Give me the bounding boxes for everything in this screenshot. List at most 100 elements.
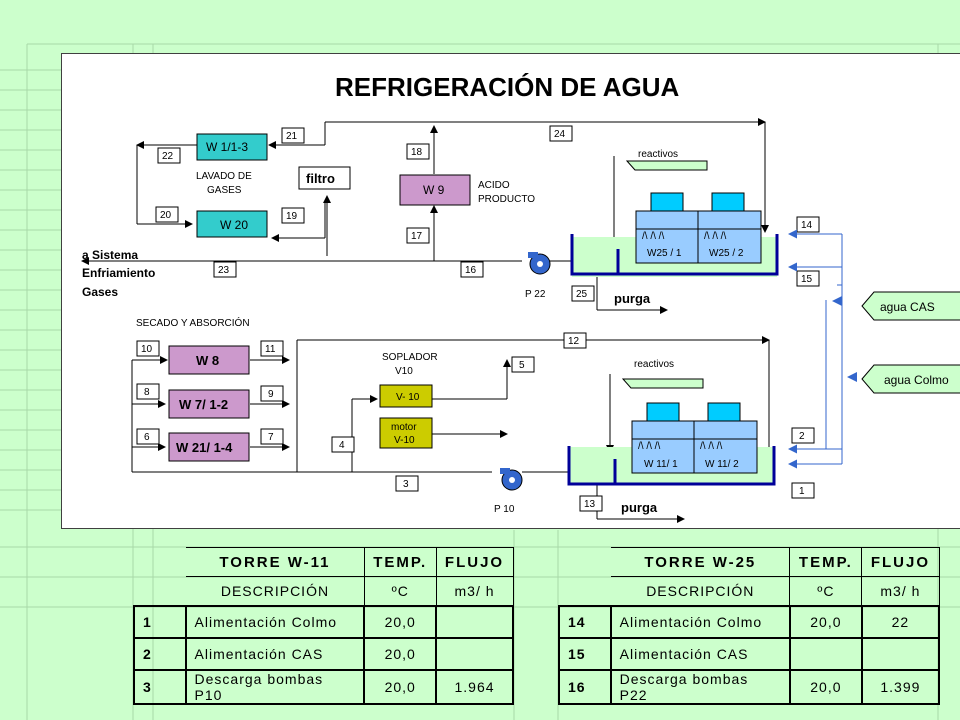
- stream-3: 3: [403, 479, 409, 490]
- unit-w9: [399, 174, 471, 206]
- w11-row-number: 1: [133, 605, 187, 639]
- svg-text:/\ /\ /\: /\ /\ /\: [704, 231, 726, 242]
- table-row: 1 Alimentación Colmo 20,0: [133, 605, 514, 639]
- stream-2: 2: [799, 431, 805, 442]
- sistema-label-3: Gases: [82, 285, 118, 299]
- unit-v10: [379, 384, 433, 408]
- p10-label: P 10: [494, 504, 515, 515]
- w25-row-temp: 20,0: [789, 605, 863, 639]
- w11-row-flujo: [435, 605, 514, 639]
- process-diagram: REFRIGERACIÓN DE AGUA 21: [61, 53, 960, 529]
- table-row: 3 Descarga bombas P10 20,0 1.964: [133, 669, 514, 705]
- w11-row-desc: Alimentación CAS: [185, 637, 366, 671]
- unit-filtro-label: filtro: [306, 171, 335, 186]
- motor-label-1: motor: [391, 422, 417, 433]
- unit-w9-label: W 9: [423, 183, 445, 197]
- unit-w20-label: W 20: [220, 218, 248, 232]
- pump-p10: [500, 468, 523, 491]
- w11-subheader-flujo-unit: m3/ h: [435, 576, 514, 607]
- stream-25: 25: [576, 289, 588, 300]
- agua-cas-tag: [861, 291, 960, 321]
- w25-row-desc: Descarga bombas P22: [610, 669, 791, 705]
- tower-w25-2-label: W25 / 2: [709, 248, 744, 259]
- reactivos-tag-bottom: [621, 378, 704, 389]
- stream-9: 9: [268, 389, 274, 400]
- soplador-label-2: V10: [395, 366, 413, 377]
- unit-w8-label: W 8: [196, 353, 219, 368]
- svg-text:/\ /\ /\: /\ /\ /\: [638, 441, 660, 452]
- w11-row-temp: 20,0: [363, 637, 438, 671]
- unit-w7: [168, 389, 250, 419]
- soplador-label-1: SOPLADOR: [382, 352, 438, 363]
- table-torre-w25: TORRE W-25 TEMP. FLUJO DESCRIPCIÓN ºC m3…: [558, 547, 941, 705]
- w11-row-temp: 20,0: [363, 605, 438, 639]
- stream-1: 1: [799, 486, 805, 497]
- w11-row-flujo: [435, 637, 514, 671]
- reactivos-tag-top: [625, 160, 708, 171]
- p22-label: P 22: [525, 289, 546, 300]
- pump-p22: [528, 252, 551, 275]
- stream-22: 22: [162, 151, 174, 162]
- secado-label: SECADO Y ABSORCIÓN: [136, 316, 250, 329]
- w11-header-temp: TEMP.: [363, 547, 437, 577]
- stream-24: 24: [554, 129, 566, 140]
- stream-21: 21: [286, 131, 298, 142]
- purga-label-bottom: purga: [621, 500, 658, 515]
- stream-15: 15: [801, 274, 813, 285]
- unit-w7-label: W 7/ 1-2: [179, 397, 228, 412]
- stream-18: 18: [411, 147, 423, 158]
- w25-row-desc: Alimentación CAS: [610, 637, 791, 671]
- w25-header-temp: TEMP.: [789, 547, 863, 577]
- w11-row-number: 3: [133, 669, 187, 705]
- unit-v10-label: V- 10: [396, 392, 420, 403]
- table-row: 15 Alimentación CAS: [558, 637, 941, 671]
- w11-row-desc: Alimentación Colmo: [185, 605, 366, 639]
- reactivos-label-bottom: reactivos: [634, 359, 674, 370]
- stream-13: 13: [584, 499, 596, 510]
- agua-colmo-label: agua Colmo: [884, 373, 949, 387]
- unit-w21-label: W 21/ 1-4: [176, 440, 233, 455]
- stream-8: 8: [144, 387, 150, 398]
- unit-w8: [168, 345, 250, 375]
- w25-row-desc: Alimentación Colmo: [610, 605, 791, 639]
- tower-w25-1-label: W25 / 1: [647, 248, 682, 259]
- unit-filtro: [298, 166, 351, 190]
- reactivos-label-top: reactivos: [638, 149, 678, 160]
- unit-w20: [196, 210, 268, 238]
- w25-subheader-desc: DESCRIPCIÓN: [610, 576, 791, 607]
- stream-5: 5: [519, 360, 525, 371]
- stream-20: 20: [160, 210, 172, 221]
- w11-header-name: TORRE W-11: [185, 547, 365, 577]
- stream-19: 19: [286, 211, 298, 222]
- agua-colmo-tag: [861, 364, 960, 394]
- unit-w1-label: W 1/1-3: [206, 140, 248, 154]
- w25-row-number: 14: [558, 605, 612, 639]
- stream-12: 12: [568, 336, 580, 347]
- unit-w1: [196, 133, 268, 161]
- svg-text:/\ /\ /\: /\ /\ /\: [700, 441, 722, 452]
- purga-label-top: purga: [614, 291, 651, 306]
- stream-16: 16: [465, 265, 477, 276]
- acido-label-1: ACIDO: [478, 180, 510, 191]
- w25-subheader-temp-unit: ºC: [789, 576, 863, 607]
- w25-row-temp: 20,0: [789, 669, 863, 705]
- w11-row-number: 2: [133, 637, 187, 671]
- basin-w25: [570, 234, 779, 276]
- sistema-label-2: Enfriamiento: [82, 266, 155, 280]
- w11-row-desc: Descarga bombas P10: [185, 669, 366, 705]
- sistema-label-1: a Sistema: [82, 248, 138, 262]
- stream-11: 11: [265, 344, 276, 355]
- lavado-label-1: LAVADO DE: [196, 171, 252, 182]
- stream-17: 17: [411, 231, 423, 242]
- w11-header-flujo: FLUJO: [435, 547, 514, 577]
- lavado-label-2: GASES: [207, 185, 242, 196]
- w25-row-flujo: 1.399: [861, 669, 941, 705]
- w11-subheader-desc: DESCRIPCIÓN: [185, 576, 365, 607]
- w25-row-number: 15: [558, 637, 612, 671]
- basin-w11: [567, 446, 776, 486]
- svg-text:/\ /\ /\: /\ /\ /\: [642, 231, 664, 242]
- table-row: 14 Alimentación Colmo 20,0 22: [558, 605, 941, 639]
- tower-w11-2-label: W 11/ 2: [705, 459, 739, 470]
- fan-w11-2: [707, 402, 741, 422]
- stream-7: 7: [268, 432, 274, 443]
